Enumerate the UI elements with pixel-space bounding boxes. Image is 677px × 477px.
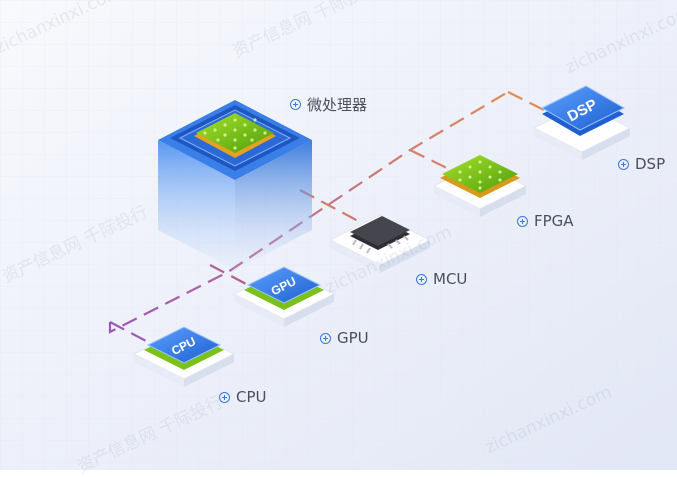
gpu-label[interactable]: GPU xyxy=(320,329,369,347)
microprocessor-label[interactable]: 微处理器 xyxy=(290,94,367,115)
dsp-node[interactable]: DSP xyxy=(532,85,632,160)
cpu-node[interactable]: CPU xyxy=(132,326,236,387)
gpu-text: GPU xyxy=(337,329,369,347)
branch-fpga xyxy=(409,149,456,173)
branch-cpu xyxy=(109,321,149,343)
gpu-node[interactable]: GPU xyxy=(232,266,336,327)
mcu-node[interactable] xyxy=(328,214,432,273)
trunk-line xyxy=(108,91,509,334)
plus-circle-icon[interactable] xyxy=(320,332,331,344)
branch-gpu xyxy=(209,264,251,287)
connector-lines xyxy=(108,91,549,343)
branch-dsp xyxy=(507,91,549,113)
dsp-label[interactable]: DSP xyxy=(618,155,665,173)
plus-circle-icon[interactable] xyxy=(290,99,301,110)
mcu-text: MCU xyxy=(433,270,468,288)
plus-circle-icon[interactable] xyxy=(517,215,528,227)
chip-icon xyxy=(203,118,267,150)
mcu-label[interactable]: MCU xyxy=(416,270,467,288)
fpga-label[interactable]: FPGA xyxy=(517,212,574,230)
cpu-label[interactable]: CPU xyxy=(219,388,267,406)
fpga-text: FPGA xyxy=(534,212,574,230)
plus-circle-icon[interactable] xyxy=(618,158,629,170)
microprocessor-text: 微处理器 xyxy=(307,96,368,114)
fpga-node[interactable] xyxy=(432,155,528,217)
dsp-text: DSP xyxy=(635,155,666,173)
microprocessor-node[interactable] xyxy=(158,100,312,270)
plus-circle-icon[interactable] xyxy=(416,273,427,285)
plus-circle-icon[interactable] xyxy=(219,391,230,403)
cpu-text: CPU xyxy=(236,388,267,406)
